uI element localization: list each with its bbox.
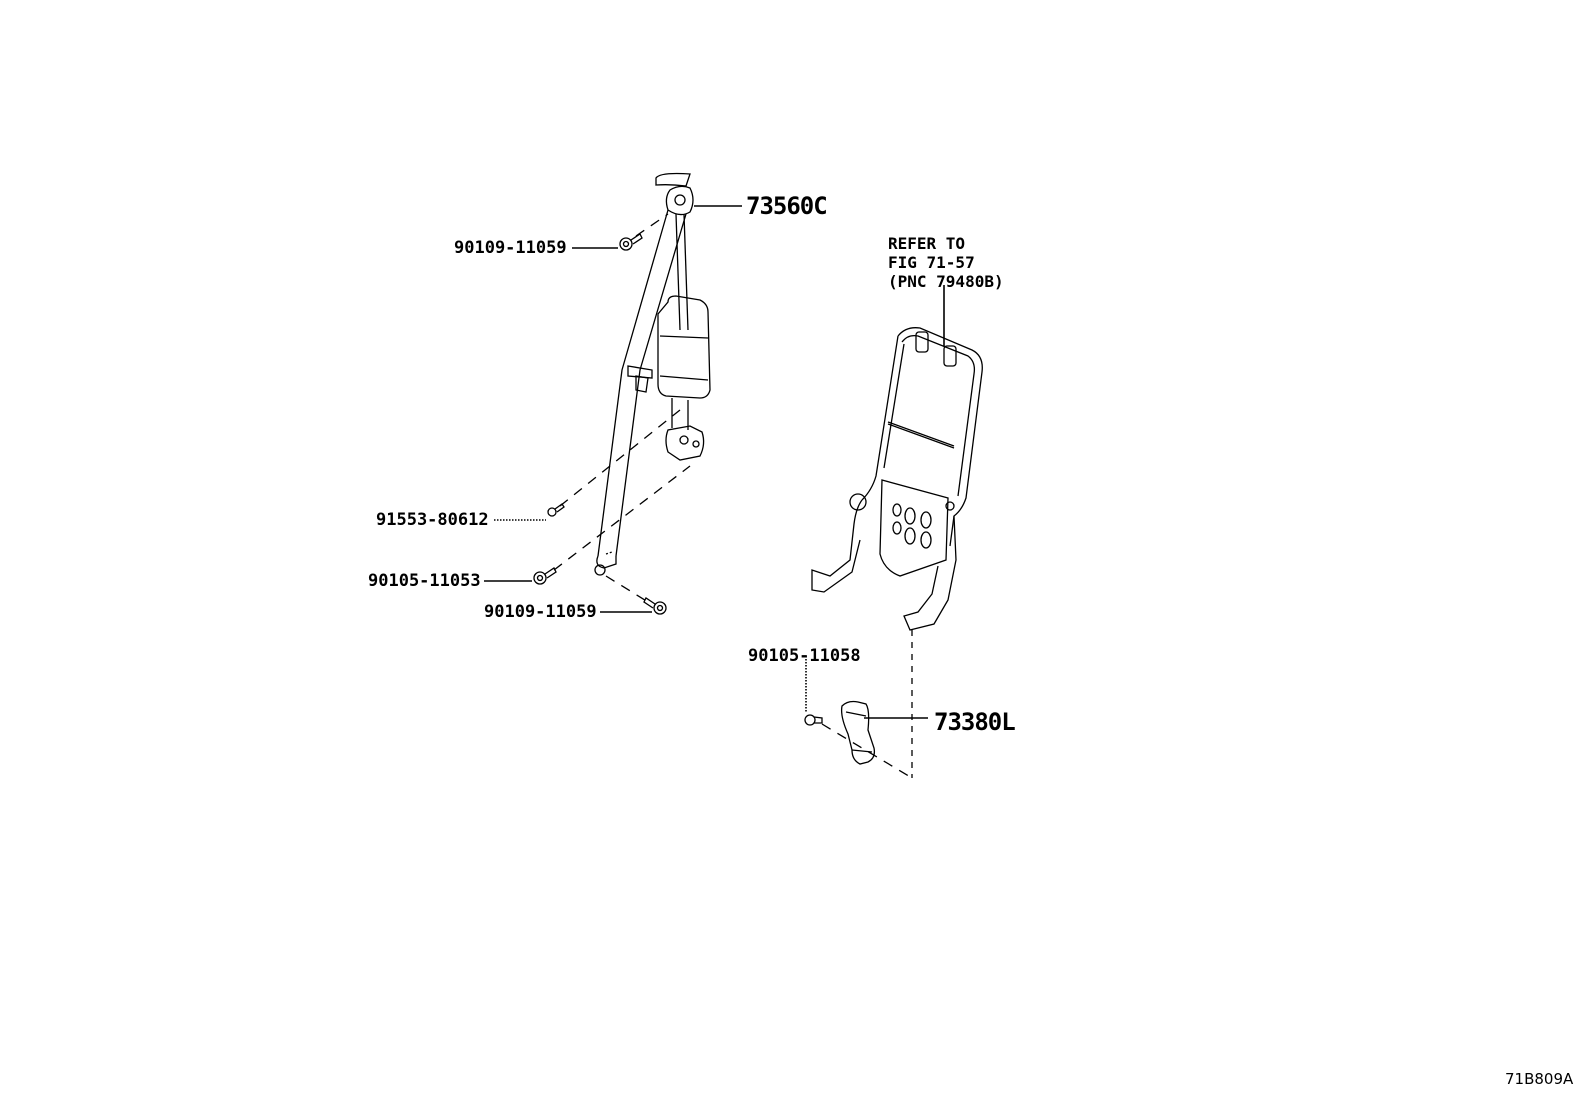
callout-90109-11059-upper[interactable]: 90109-11059 xyxy=(454,238,567,258)
callout-90105-11053[interactable]: 90105-11053 xyxy=(368,571,481,591)
seat-belt-buckle-drawing xyxy=(840,700,876,765)
seat-belt-assembly-drawing xyxy=(594,172,711,576)
bolt-icon xyxy=(533,567,557,585)
installation-dash-lines xyxy=(553,213,913,779)
figure-id: 71B809A xyxy=(1505,1070,1574,1088)
seat-back-frame-drawing xyxy=(811,327,983,631)
callout-90105-11058[interactable]: 90105-11058 xyxy=(748,646,861,666)
leader-lines xyxy=(484,205,945,719)
reference-note: REFER TO FIG 71-57 (PNC 79480B) xyxy=(888,234,1004,291)
callout-73380l[interactable]: 73380L xyxy=(934,708,1016,736)
bolt-icons xyxy=(533,233,823,726)
bolt-icon xyxy=(643,597,667,615)
reference-note-line-1: REFER TO xyxy=(888,234,966,253)
reference-note-line-2[interactable]: FIG 71-57 xyxy=(888,253,975,272)
callout-90109-11059-lower[interactable]: 90109-11059 xyxy=(484,602,597,622)
bolt-icon xyxy=(804,714,823,726)
callout-73560c[interactable]: 73560C xyxy=(746,192,828,220)
callout-91553-80612[interactable]: 91553-80612 xyxy=(376,510,489,530)
reference-note-line-3: (PNC 79480B) xyxy=(888,272,1004,291)
bolt-icon xyxy=(547,503,565,517)
bolt-icon xyxy=(619,233,643,251)
